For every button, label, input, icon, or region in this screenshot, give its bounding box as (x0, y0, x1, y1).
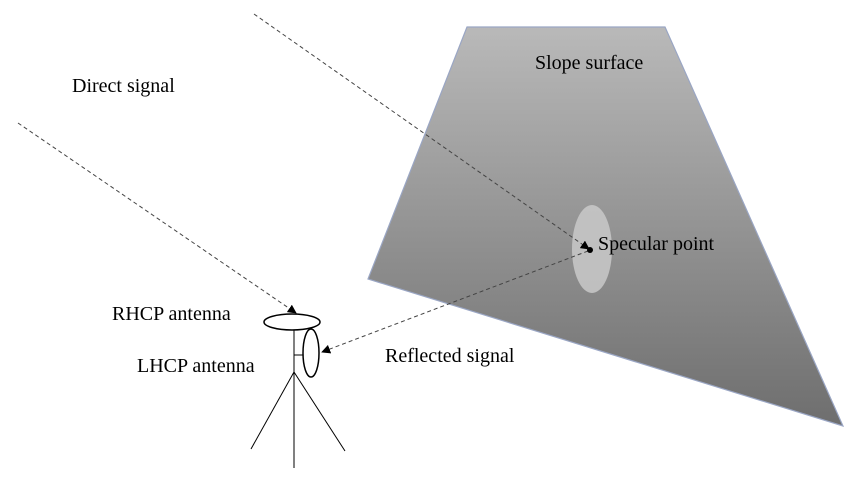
rhcp-antenna-label: RHCP antenna (112, 303, 231, 325)
specular-point-dot (587, 247, 593, 253)
direct-signal-to-antenna-line (17, 122, 297, 314)
tripod-leg-right (293, 371, 346, 452)
reflected-signal-line (321, 250, 589, 354)
reflected-signal-label: Reflected signal (385, 345, 515, 367)
antenna-assembly (250, 313, 346, 468)
direct-signal-label: Direct signal (72, 75, 175, 97)
direct-signal-to-specular-line (253, 13, 590, 250)
lhcp-antenna-icon (302, 328, 320, 378)
tripod-leg-left (250, 371, 295, 450)
lhcp-antenna-label: LHCP antenna (137, 355, 255, 377)
slope-surface-label: Slope surface (535, 52, 643, 74)
rhcp-antenna-icon (263, 313, 321, 331)
specular-point-label: Specular point (598, 233, 715, 255)
